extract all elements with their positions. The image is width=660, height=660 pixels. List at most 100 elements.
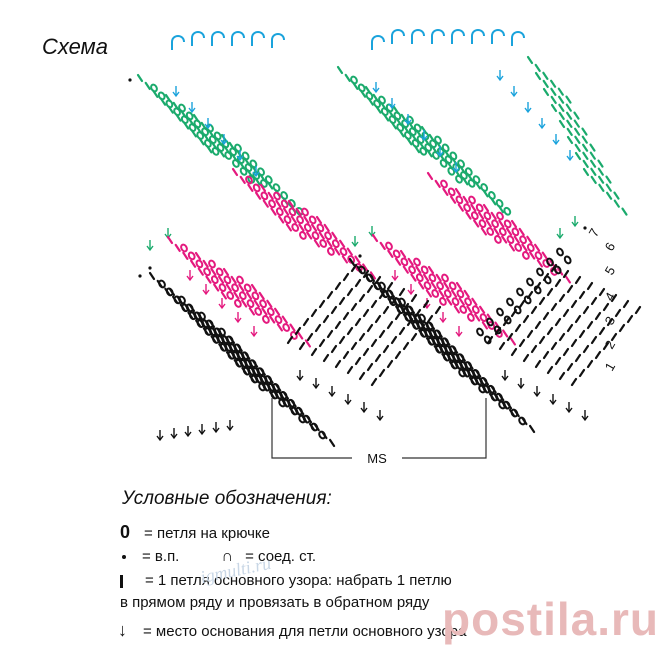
arrow-head [172, 91, 180, 98]
chain-stitch-icon [358, 254, 362, 258]
arrow-head [188, 107, 196, 114]
arrow-head [524, 107, 532, 114]
main-stitch [378, 329, 386, 339]
main-stitch [605, 183, 612, 192]
main-stitch [231, 167, 239, 177]
main-stitch [434, 179, 441, 189]
main-stitch [334, 359, 342, 369]
loop-stitch [423, 281, 432, 290]
main-stitch [493, 227, 500, 236]
main-stitch [446, 297, 453, 306]
main-stitch [566, 323, 574, 333]
main-stitch [350, 263, 358, 273]
main-stitch [457, 203, 464, 212]
main-stitch [192, 113, 200, 123]
loop-stitch [178, 103, 186, 113]
main-stitch [220, 291, 227, 300]
main-stitch [371, 233, 379, 243]
main-stitch [294, 326, 302, 336]
main-stitch [298, 341, 306, 351]
loop-stitch [533, 285, 542, 295]
arrow-head [549, 399, 557, 406]
main-stitch [388, 289, 396, 299]
main-stitch [423, 273, 430, 282]
loop-stitch [259, 299, 267, 309]
ms-label: MS [367, 451, 387, 466]
loop-stitch [503, 219, 512, 229]
main-stitch [330, 344, 338, 354]
main-stitch [350, 302, 358, 312]
main-stitch [518, 299, 526, 309]
main-stitch [534, 359, 542, 369]
arrow-head [436, 151, 444, 158]
legend-item-main-loop: = 1 петля основного узора: набрать 1 пет… [120, 572, 452, 589]
main-stitch [613, 199, 620, 208]
main-stitch [270, 207, 277, 216]
main-stitch [144, 81, 151, 91]
main-stitch [295, 207, 302, 217]
loop-stitch [392, 249, 401, 259]
main-stitch [386, 320, 394, 330]
main-stitch [522, 353, 530, 363]
main-stitch [533, 243, 541, 252]
loop-stitch [299, 231, 307, 240]
main-stitch [410, 273, 417, 282]
legend-item-main-loop-2: в прямом ряду и провязать в обратном ряд… [120, 594, 429, 611]
loop-stitch [534, 251, 543, 260]
main-stitch [534, 63, 541, 73]
main-stitch [390, 335, 398, 345]
main-stitch [426, 314, 434, 324]
main-stitch [613, 191, 620, 200]
main-stitch [362, 308, 370, 318]
main-stitch [589, 159, 597, 168]
loop-stitch [273, 191, 281, 201]
main-stitch [334, 247, 341, 256]
main-stitch [374, 275, 382, 285]
main-stitch [233, 291, 240, 300]
main-stitch [286, 335, 294, 345]
main-stitch [522, 314, 530, 324]
loop-stitch [456, 289, 465, 299]
main-stitch [425, 289, 432, 298]
slip-stitch-icon [191, 31, 205, 46]
loop-stitch [523, 295, 532, 305]
main-stitch [570, 377, 578, 387]
main-stitch [586, 359, 594, 369]
main-stitch [282, 391, 289, 400]
main-stitch [452, 345, 459, 354]
main-stitch [578, 368, 586, 378]
loop-stitch [519, 235, 527, 245]
loop-stitch [268, 199, 276, 209]
main-stitch [501, 235, 508, 244]
main-stitch [590, 335, 598, 345]
main-stitch [346, 326, 354, 336]
main-stitch [558, 103, 565, 112]
main-stitch [589, 143, 596, 152]
chain-stitch-icon [138, 274, 142, 278]
main-stitch [374, 314, 382, 324]
loop-stitch [252, 183, 261, 193]
main-stitch [346, 365, 354, 375]
main-stitch [313, 423, 320, 432]
main-stitch [482, 377, 489, 386]
main-stitch [407, 257, 414, 267]
loop-stitch [472, 175, 481, 184]
main-stitch [318, 338, 326, 348]
loop-stitch [498, 227, 507, 237]
main-stitch [506, 227, 513, 236]
main-stitch [285, 223, 292, 232]
arrow-head [565, 407, 573, 414]
main-stitch [574, 135, 581, 144]
loop-stitch [486, 227, 495, 236]
main-stitch [310, 347, 318, 357]
loop-stitch [563, 255, 572, 265]
loop-stitch [475, 203, 484, 213]
main-stitch [394, 311, 402, 321]
arrow-head [517, 383, 525, 390]
main-stitch [502, 317, 510, 327]
legend-text: в прямом ряду и провязать в обратном ряд… [120, 594, 430, 611]
slip-stitch-icon: ∩ [221, 548, 234, 565]
loop-stitch [198, 311, 206, 321]
loop-stitch [459, 305, 468, 314]
arrow-head [581, 415, 589, 422]
